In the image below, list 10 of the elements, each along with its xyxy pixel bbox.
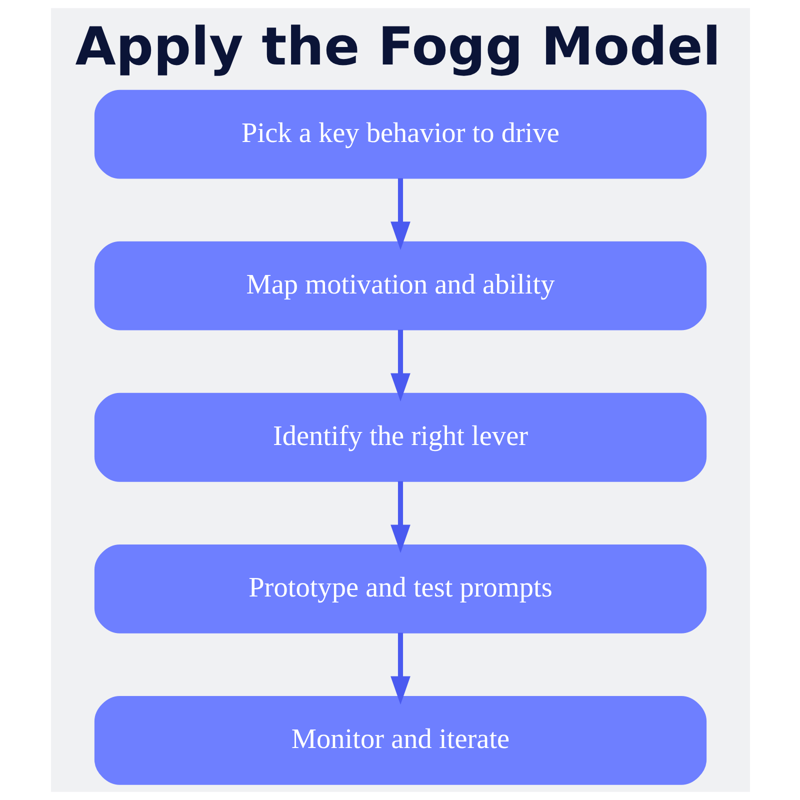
node-box: Monitor and iterate <box>94 696 706 785</box>
diagram-title: Apply the Fogg Model <box>74 16 720 78</box>
arrow <box>390 330 410 402</box>
arrow <box>390 481 410 554</box>
node-box: Prototype and test prompts <box>94 544 706 634</box>
node-box: Pick a key behavior to drive <box>94 90 706 179</box>
node-box: Identify the right lever <box>94 392 706 482</box>
arrow <box>390 178 410 250</box>
node-box: Map motivation and ability <box>94 241 706 330</box>
arrow <box>390 632 410 705</box>
